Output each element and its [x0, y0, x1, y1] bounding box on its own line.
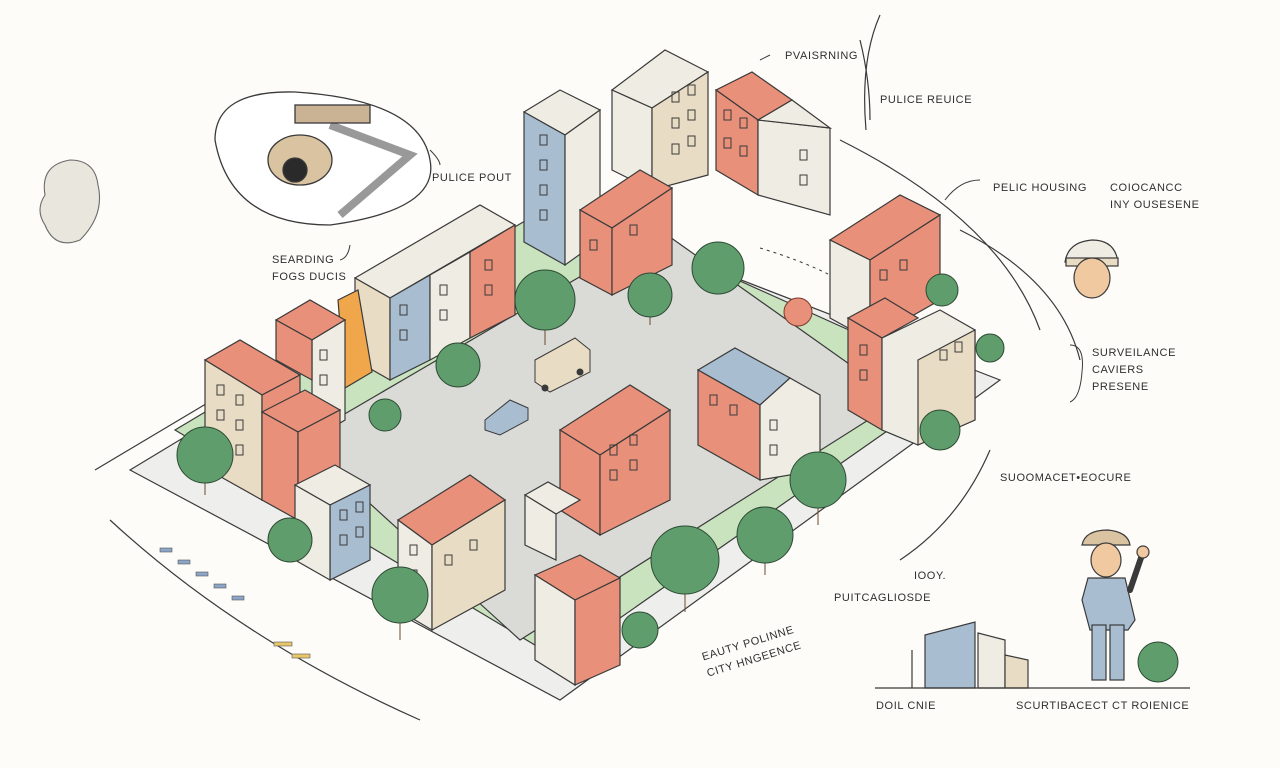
building-cream-tower — [610, 49, 710, 191]
tree-icon — [371, 566, 429, 640]
label-suoomacet: SUOOMACET•EOCURE — [1000, 472, 1132, 484]
building-salmon-tower — [714, 71, 833, 216]
building-right-blue-roof — [696, 347, 821, 482]
tree-icon — [368, 398, 402, 432]
tree-icon — [975, 333, 1005, 363]
building-blue-tower — [522, 89, 602, 267]
label-coiocancc: COIOCANCC INY OUSESENE — [1110, 182, 1200, 211]
footpath — [759, 247, 831, 276]
lane-marks — [159, 547, 311, 659]
tree-icon — [691, 241, 745, 295]
label-iooy: IOOY. — [914, 570, 947, 582]
camera-icon — [214, 91, 432, 226]
tree-icon — [627, 272, 673, 325]
tree-icon — [621, 611, 659, 649]
cloud-icon — [39, 159, 101, 244]
building-left-row — [337, 204, 517, 390]
tree-icon — [925, 273, 959, 307]
label-brackets — [339, 54, 1083, 403]
building-center-salmon — [578, 169, 674, 296]
vehicles — [484, 337, 591, 436]
tree-icon — [1137, 641, 1179, 683]
car — [484, 399, 529, 436]
tree-icon — [789, 451, 847, 525]
officer-head-icon — [1064, 239, 1119, 299]
label-pulice-reuice: PULICE REUICE — [880, 94, 973, 106]
tree-icon — [267, 517, 313, 563]
trees — [176, 241, 1179, 683]
officer-figure-icon — [1081, 529, 1150, 681]
tree-icon — [514, 269, 576, 345]
tree-icon — [919, 409, 961, 451]
label-searding: SEARDING FOGS DUCIS — [272, 254, 347, 283]
buildings — [203, 49, 976, 687]
label-puitcagliosde: PUITCAGLIOSDE — [834, 592, 932, 604]
label-pvaisrning: PVAISRNING — [785, 50, 859, 62]
building-left-lower — [260, 389, 372, 582]
label-pulice-pout: PULICE POUT — [432, 172, 512, 184]
building-center-mid — [523, 384, 672, 561]
label-pelic-housing: PELIC HOUSING — [993, 182, 1087, 194]
building-right-salmon — [828, 194, 976, 446]
label-doil-cnie: DOIL CNIE — [876, 700, 937, 712]
label-scurtibacect: SCURTIBACECT CT ROIENICE — [1016, 700, 1190, 712]
tree-icon — [650, 525, 720, 612]
buildings-bottom-right — [875, 621, 1190, 689]
building-center-bottom — [396, 474, 622, 687]
van — [534, 337, 591, 393]
tree-icon — [176, 426, 234, 495]
tree-icon — [736, 506, 794, 575]
label-surveilance: SURVEILANCE CAVIERS PRESENE — [1092, 347, 1177, 393]
tree-icon — [435, 342, 481, 388]
windows — [216, 84, 963, 581]
